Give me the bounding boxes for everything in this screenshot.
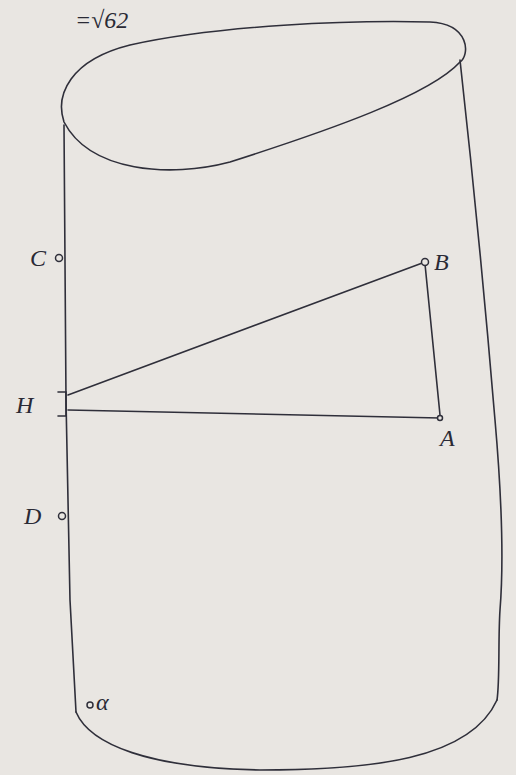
segment-ba xyxy=(425,264,440,415)
point-label: B xyxy=(434,250,449,274)
top-ellipse xyxy=(62,22,466,170)
point-alpha xyxy=(87,702,93,708)
left-side xyxy=(64,125,76,712)
right-side xyxy=(460,60,502,700)
point-c xyxy=(56,255,63,262)
point-label: C xyxy=(30,246,46,270)
h-bracket xyxy=(58,392,66,416)
point-label: α xyxy=(96,690,109,714)
point-b xyxy=(422,259,429,266)
point-label: A xyxy=(440,426,455,450)
point-label: H xyxy=(16,393,33,417)
bottom-ellipse xyxy=(76,700,497,770)
point-a xyxy=(438,416,443,421)
length-note: =√62 xyxy=(75,8,128,32)
point-d xyxy=(59,513,66,520)
points xyxy=(56,255,443,709)
segment-ha xyxy=(68,410,440,418)
segment-hb xyxy=(68,262,425,395)
point-label: D xyxy=(24,504,41,528)
cylinder-outline xyxy=(58,22,502,770)
